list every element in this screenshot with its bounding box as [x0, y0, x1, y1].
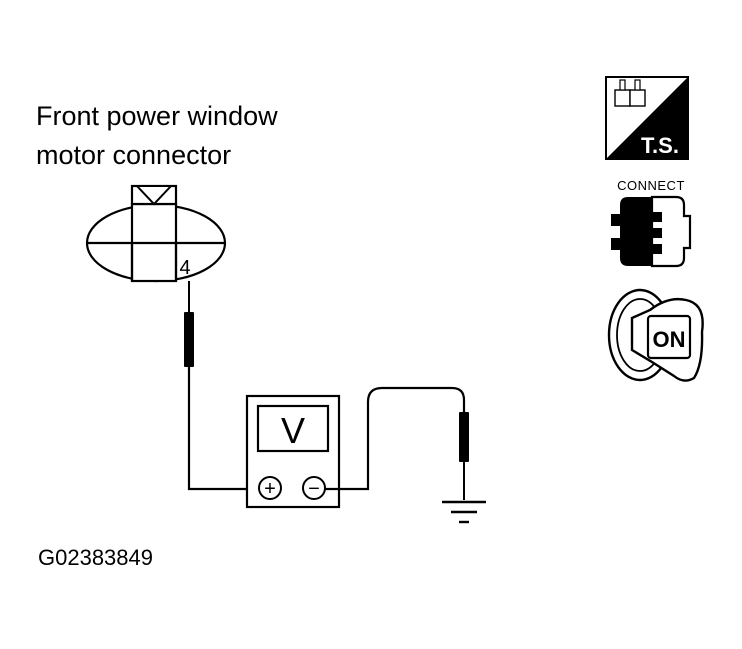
positive-test-probe — [184, 281, 258, 491]
test-probe-icon — [184, 312, 194, 367]
connector-title-line2: motor connector — [36, 140, 232, 170]
connect-badge: CONNECT — [611, 178, 692, 268]
ignition-key-icon: ON — [607, 288, 704, 382]
ts-badge: T.S. — [605, 76, 689, 160]
positive-terminal-symbol: + — [264, 478, 276, 500]
voltmeter-display — [256, 404, 330, 453]
connector-title-line1: Front power window — [36, 101, 278, 131]
connector-pair-icon — [614, 79, 646, 107]
negative-test-probe — [325, 386, 469, 500]
terminal-number: 4 — [179, 257, 190, 279]
window-motor-connector: 4 — [85, 184, 227, 283]
ts-badge-label: T.S. — [641, 133, 679, 158]
figure-code: G02383849 — [38, 545, 153, 570]
connector-key-icon — [134, 185, 174, 206]
test-probe-icon — [459, 412, 469, 462]
voltmeter-unit: V — [281, 410, 305, 451]
positive-terminal — [258, 476, 282, 500]
voltmeter: V + − — [245, 394, 341, 509]
connector-plug-icon — [611, 195, 692, 268]
ground-icon — [442, 500, 486, 524]
ignition-on-label: ON — [653, 327, 686, 352]
connect-label: CONNECT — [617, 178, 685, 193]
negative-terminal-symbol: − — [308, 478, 320, 500]
